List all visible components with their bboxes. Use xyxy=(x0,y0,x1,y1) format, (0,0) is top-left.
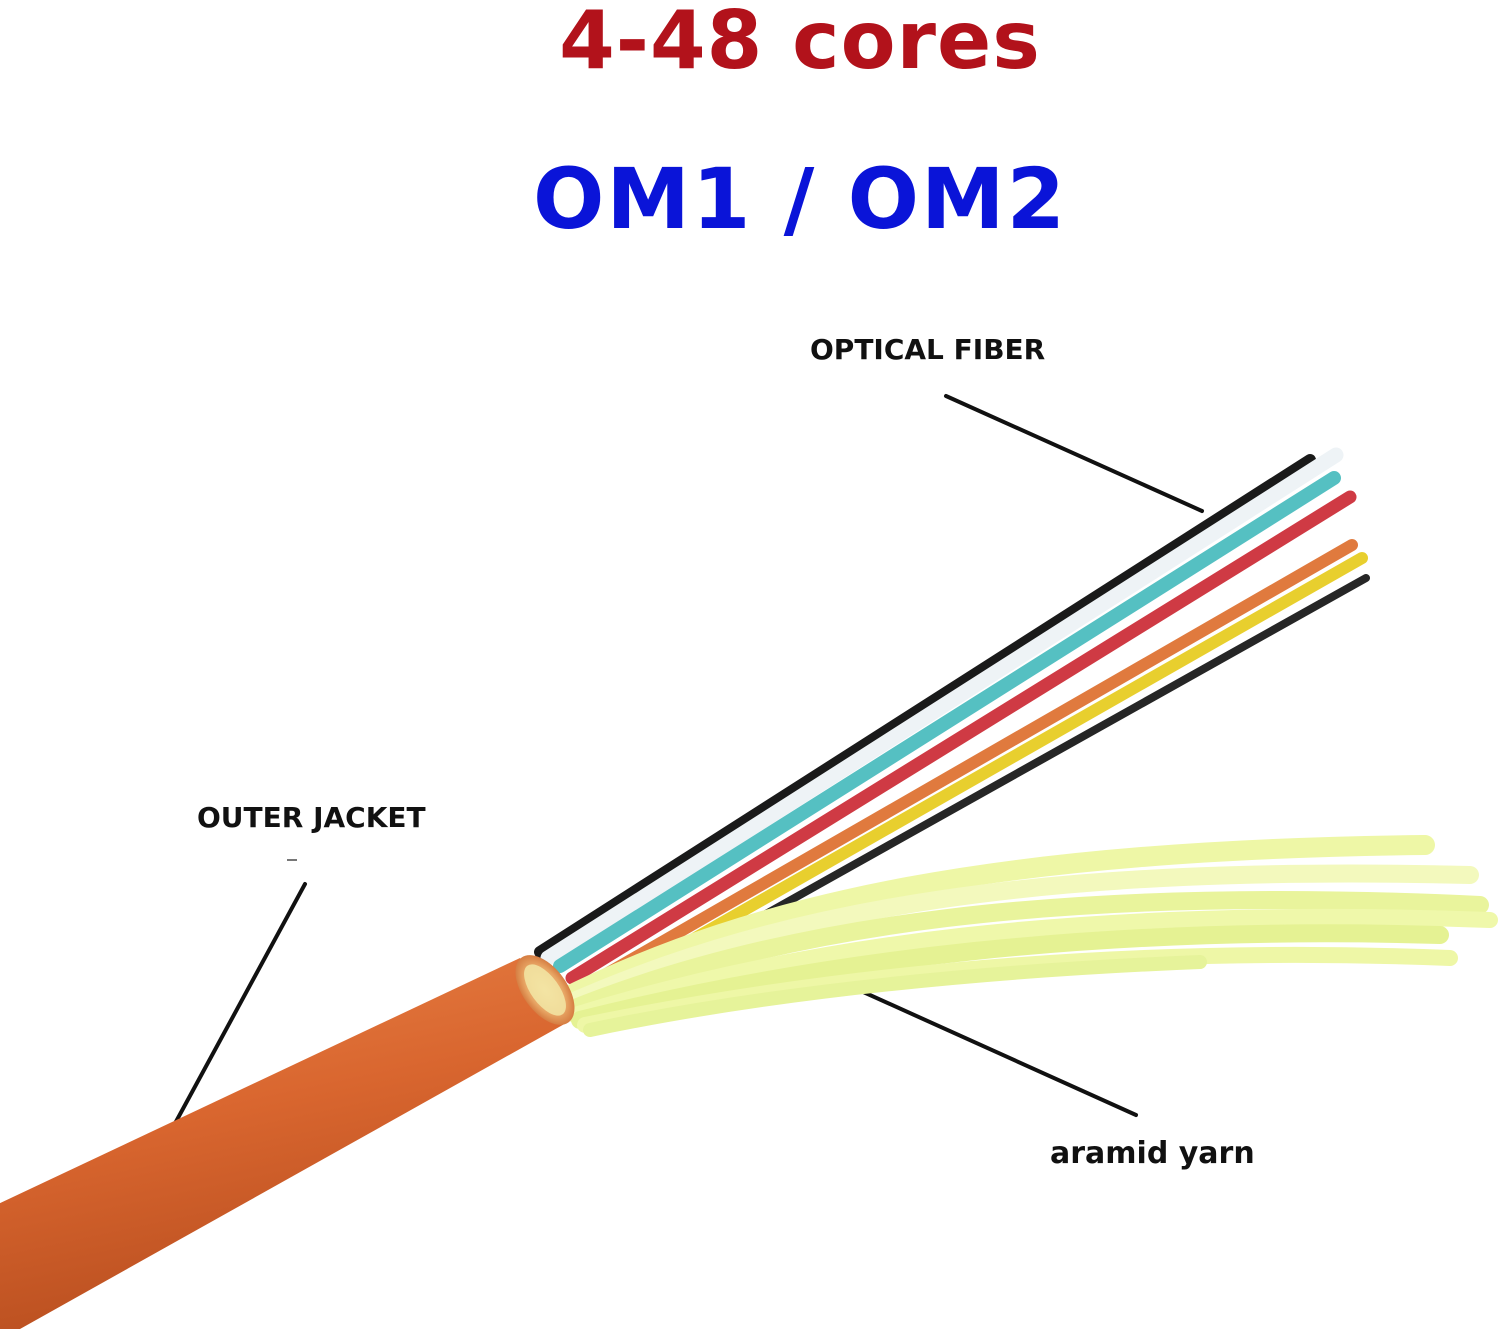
fiber-black xyxy=(534,454,1316,958)
fiber-orange xyxy=(576,539,1358,994)
fiber-aqua xyxy=(553,471,1341,973)
aramid-yarn-leader-line xyxy=(828,975,1138,1117)
optical-fiber-leader-line xyxy=(944,394,1204,513)
optical-fiber-label: OPTICAL FIBER xyxy=(810,333,1046,366)
aramid-yarn-label: aramid yarn xyxy=(1050,1136,1255,1171)
outer-jacket-label: OUTER JACKET xyxy=(197,801,426,834)
outer-jacket-leader-line xyxy=(170,882,307,1131)
outer-jacket xyxy=(0,955,575,1329)
fiber-white xyxy=(540,447,1344,966)
aramid-yarn-strands xyxy=(550,835,1498,1037)
core-count-title: 4-48 cores xyxy=(559,0,1041,87)
fiber-grade-title: OM1 / OM2 xyxy=(532,150,1068,248)
fiber-red xyxy=(565,490,1357,985)
